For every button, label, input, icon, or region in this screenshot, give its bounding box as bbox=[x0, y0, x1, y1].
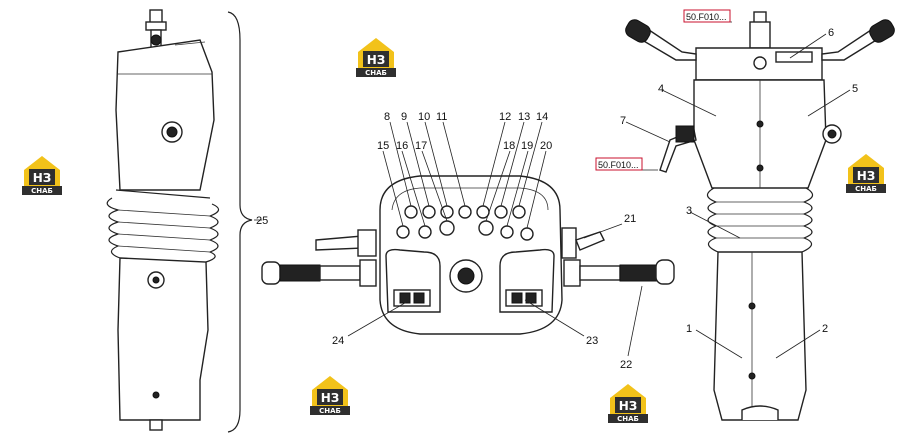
nz-snab-logo: НЗ СНАБ bbox=[608, 384, 648, 423]
callout-8: 8 bbox=[384, 111, 390, 123]
callout-18: 18 bbox=[503, 140, 515, 152]
center-leaders bbox=[347, 121, 643, 357]
callout-14: 14 bbox=[536, 111, 548, 123]
nz-snab-logo: НЗ СНАБ bbox=[846, 154, 886, 193]
callout-17: 17 bbox=[415, 140, 427, 152]
svg-text:СНАБ: СНАБ bbox=[365, 69, 387, 77]
svg-text:СНАБ: СНАБ bbox=[855, 185, 877, 193]
reference-label-2: 50.F010... bbox=[598, 160, 639, 170]
callout-25: 25 bbox=[256, 215, 268, 227]
callout-19: 19 bbox=[521, 140, 533, 152]
callout-13: 13 bbox=[518, 111, 530, 123]
callout-1: 1 bbox=[686, 323, 692, 335]
svg-text:НЗ: НЗ bbox=[367, 53, 386, 67]
callout-5: 5 bbox=[852, 83, 858, 95]
callout-23: 23 bbox=[586, 335, 598, 347]
svg-text:НЗ: НЗ bbox=[321, 391, 340, 405]
side-view-assembly bbox=[106, 9, 253, 433]
callout-6: 6 bbox=[828, 27, 834, 39]
svg-text:НЗ: НЗ bbox=[619, 399, 638, 413]
callout-12: 12 bbox=[499, 111, 511, 123]
callout-22: 22 bbox=[620, 359, 632, 371]
callout-24: 24 bbox=[332, 335, 344, 347]
nz-snab-logo: НЗ СНАБ bbox=[310, 376, 350, 415]
svg-text:СНАБ: СНАБ bbox=[31, 187, 53, 195]
callout-15: 15 bbox=[377, 140, 389, 152]
callout-2: 2 bbox=[822, 323, 828, 335]
callout-3: 3 bbox=[686, 205, 692, 217]
svg-text:СНАБ: СНАБ bbox=[617, 415, 639, 423]
nz-snab-logo: НЗ СНАБ bbox=[356, 38, 396, 77]
callout-11: 11 bbox=[436, 111, 447, 123]
svg-text:НЗ: НЗ bbox=[33, 171, 52, 185]
front-view-assembly bbox=[625, 11, 895, 421]
svg-text:НЗ: НЗ bbox=[857, 169, 876, 183]
callout-4: 4 bbox=[658, 83, 664, 95]
callout-20: 20 bbox=[540, 140, 552, 152]
callout-7: 7 bbox=[620, 115, 626, 127]
callout-21: 21 bbox=[624, 213, 636, 225]
callout-9: 9 bbox=[401, 111, 407, 123]
callout-10: 10 bbox=[418, 111, 430, 123]
reference-boxes bbox=[595, 9, 731, 171]
watermark-logos: НЗ СНАБ НЗ СНАБ НЗ СНАБ НЗ СНАБ НЗ СНАБ bbox=[22, 38, 886, 423]
nz-snab-logo: НЗ СНАБ bbox=[22, 156, 62, 195]
control-panel-assembly bbox=[261, 175, 675, 335]
button-row-upper bbox=[396, 205, 534, 241]
callout-16: 16 bbox=[396, 140, 408, 152]
svg-text:СНАБ: СНАБ bbox=[319, 407, 341, 415]
reference-label-1: 50.F010... bbox=[686, 12, 727, 22]
reference-labels: 50.F010... 50.F010... bbox=[598, 12, 727, 170]
